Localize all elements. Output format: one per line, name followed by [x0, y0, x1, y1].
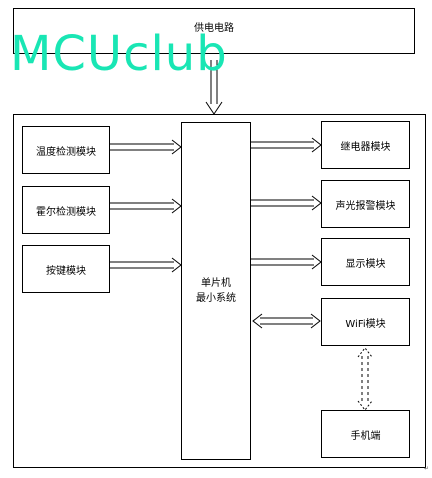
paragraph-mark: ↵ — [424, 465, 430, 472]
hall-module-box: 霍尔检测模块 — [22, 186, 110, 234]
relay-module-label: 继电器模块 — [340, 141, 391, 153]
phone-label: 手机端 — [350, 430, 381, 442]
alarm-module-box: 声光报警模块 — [321, 180, 410, 228]
temperature-module-label: 温度检测模块 — [36, 146, 96, 158]
relay-module-box: 继电器模块 — [321, 121, 410, 169]
mcu-label-line1: 单片机 — [201, 278, 231, 289]
power-supply-label: 供电电路 — [194, 23, 234, 34]
display-module-label: 显示模块 — [345, 258, 386, 270]
main-board-frame — [13, 114, 426, 468]
mcu-label-line2: 最小系统 — [196, 293, 236, 304]
wifi-phone-dashed-arrow — [357, 347, 373, 411]
wifi-bidirectional-arrow — [252, 313, 321, 329]
alarm-module-label: 声光报警模块 — [335, 200, 396, 212]
key-module-label: 按键模块 — [46, 265, 86, 277]
mcu-box: 单片机 最小系统 — [181, 122, 251, 460]
key-module-box: 按键模块 — [22, 245, 110, 293]
power-supply-box: 供电电路 — [13, 8, 415, 54]
wifi-module-label: WiFi模块 — [345, 318, 386, 330]
mcuclub-watermark: MCUclub — [10, 26, 228, 82]
hall-module-label: 霍尔检测模块 — [36, 206, 96, 218]
phone-box: 手机端 — [321, 410, 410, 458]
temperature-module-box: 温度检测模块 — [22, 126, 110, 174]
display-module-box: 显示模块 — [321, 238, 410, 286]
wifi-module-box: WiFi模块 — [321, 298, 410, 346]
